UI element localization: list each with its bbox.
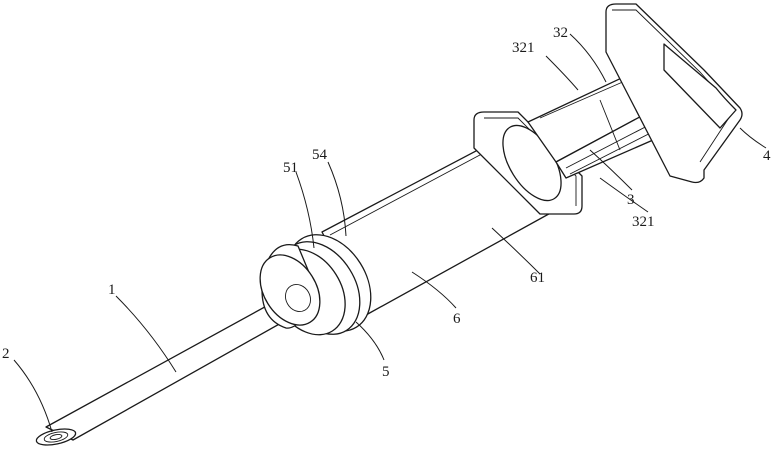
label-321-top: 321: [512, 40, 535, 56]
label-54: 54: [312, 147, 328, 163]
leader-321-top: [546, 56, 578, 90]
label-2: 2: [2, 346, 10, 362]
leader-61: [492, 228, 540, 274]
leader-321-bottom: [600, 178, 648, 212]
needle-tip: [35, 426, 77, 448]
label-321-bottom: 321: [632, 214, 655, 230]
leader-4: [740, 128, 766, 148]
leader-32: [570, 34, 606, 82]
label-61: 61: [530, 270, 545, 286]
label-32: 32: [553, 25, 568, 41]
label-4: 4: [763, 148, 771, 164]
label-3: 3: [627, 192, 635, 208]
leader-2: [14, 360, 52, 432]
label-6: 6: [453, 311, 461, 327]
label-1: 1: [108, 282, 116, 298]
label-51: 51: [283, 160, 298, 176]
label-5: 5: [382, 364, 390, 380]
leader-5: [356, 322, 384, 360]
